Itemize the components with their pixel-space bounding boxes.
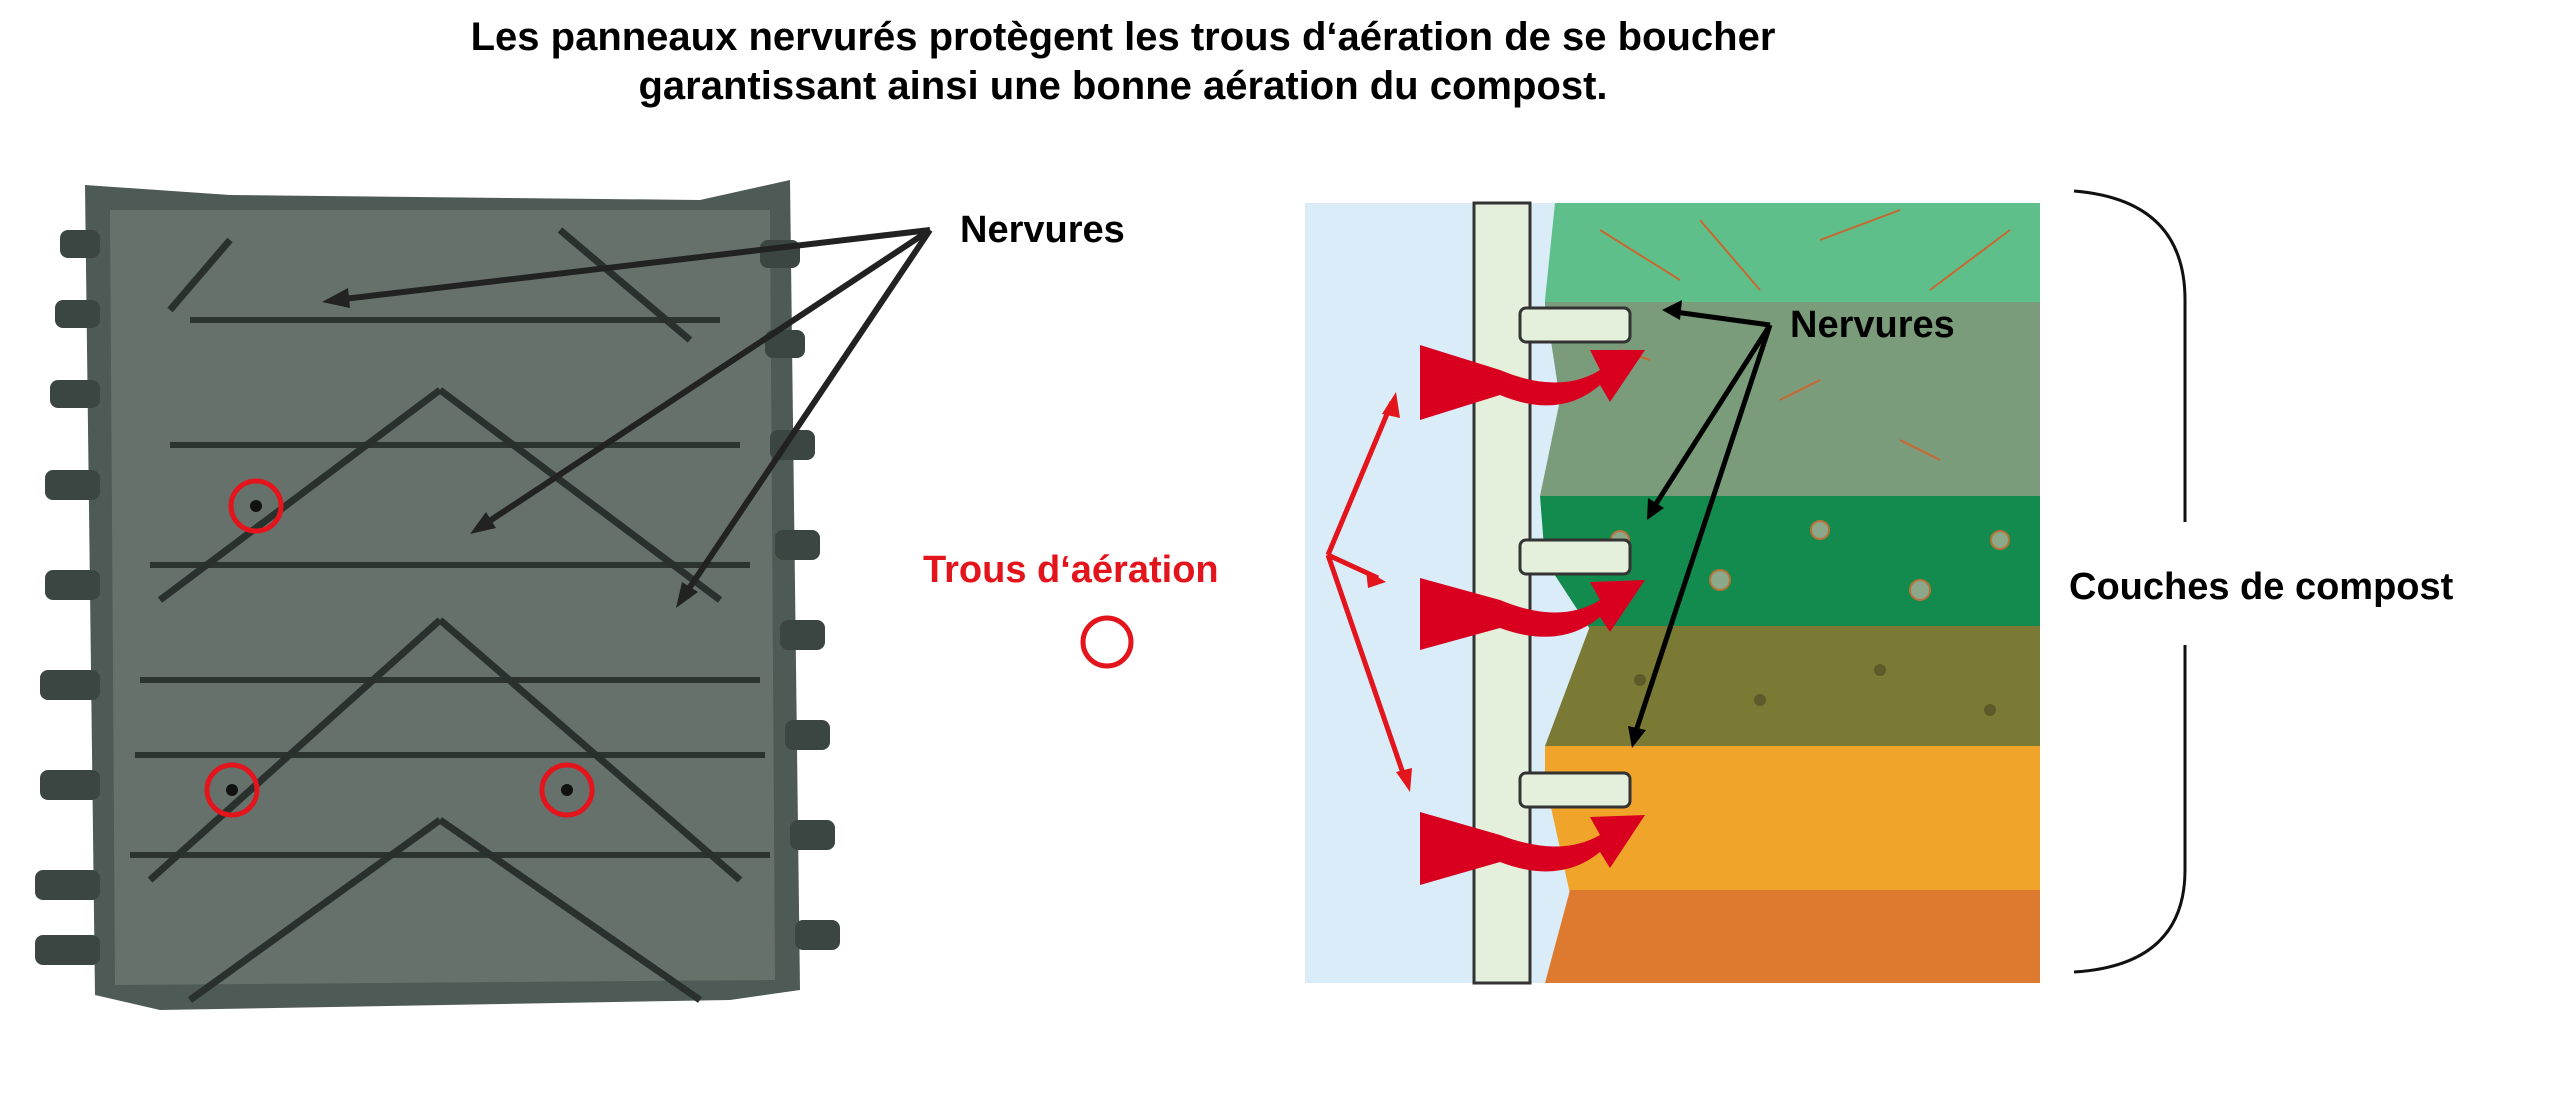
nervures-label-left: Nervures [960, 209, 1125, 251]
ribbed-panel-photo [35, 180, 840, 1010]
nervures-label-right: Nervures [1790, 304, 1955, 346]
compost-layers-label: Couches de compost [2069, 566, 2454, 608]
compost-cross-section [1305, 201, 2040, 985]
title-line-1: Les panneaux nervurés protègent les trou… [471, 15, 1776, 59]
arrowheads-left [322, 288, 698, 608]
title-line-2: garantissant ainsi une bonne aération du… [638, 64, 1607, 108]
aeration-holes-label: Trous d‘aération [923, 549, 1219, 591]
nervures-arrows-right [1632, 309, 1773, 735]
layers-brace [2073, 189, 2187, 974]
nervures-arrows-left [334, 227, 933, 598]
aeration-hole-legend-icon [1080, 615, 1134, 669]
aeration-hole-markers [204, 478, 595, 818]
